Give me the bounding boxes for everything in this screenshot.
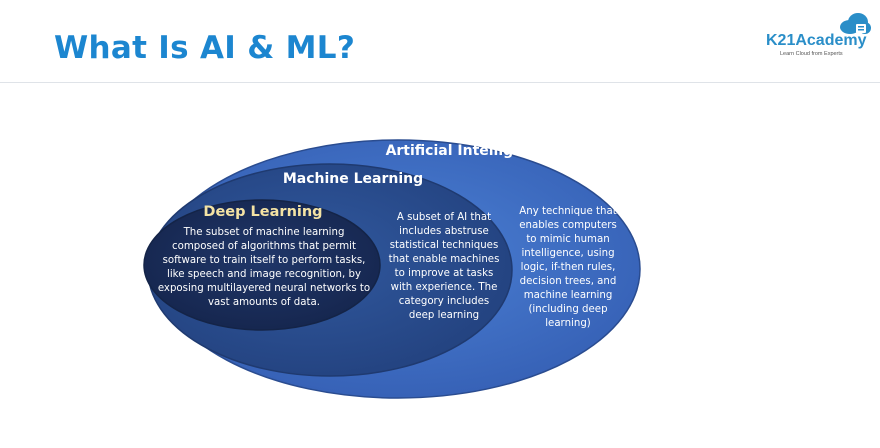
ai-title: Artificial Intelligence <box>385 143 551 159</box>
dl-ellipse <box>143 199 381 331</box>
dl-title: Deep Learning <box>203 204 323 220</box>
slide-title: What Is AI & ML? <box>54 30 356 66</box>
dl-description: The subset of machine learning composed … <box>157 227 371 308</box>
ai-description: Any technique that enables computers to … <box>519 206 617 329</box>
logo-tagline: Learn Cloud from Experts <box>780 51 843 57</box>
ml-description: A subset of AI that includes abstruse st… <box>388 212 500 321</box>
title-divider <box>0 82 880 83</box>
ml-title: Machine Learning <box>282 171 424 187</box>
logo-name: K21Academy <box>766 32 867 49</box>
cloud-icon <box>840 13 871 34</box>
logo: K21Academy Learn Cloud from Experts <box>766 10 876 62</box>
